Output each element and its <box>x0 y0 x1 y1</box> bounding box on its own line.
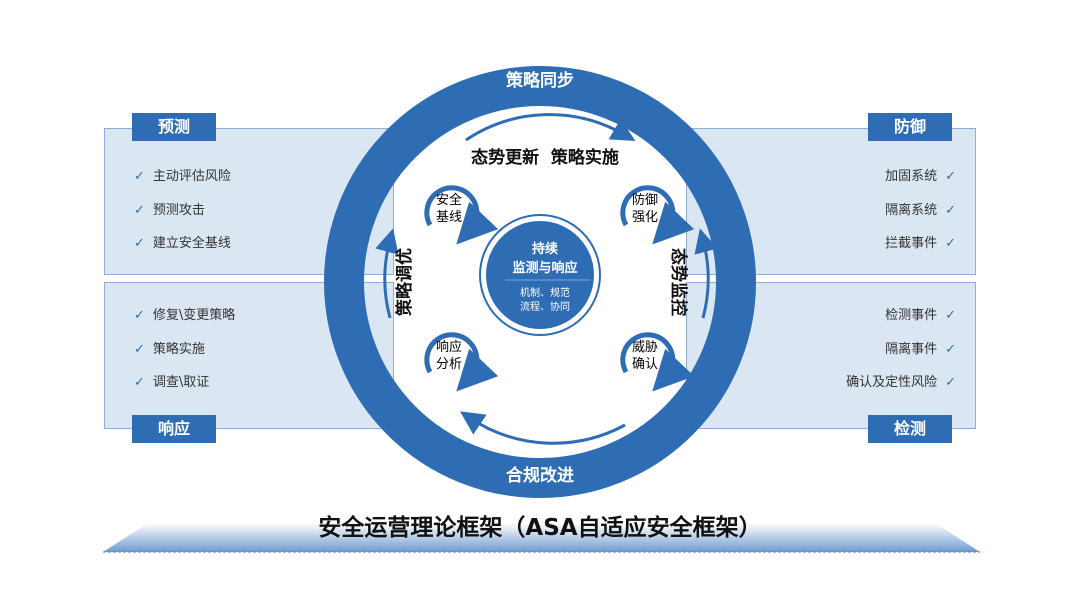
list-item: ✓建立安全基线 <box>134 236 231 251</box>
ring-top-label: 策略同步 <box>506 70 574 91</box>
node-baseline-1: 安全 <box>436 192 462 208</box>
check-icon: ✓ <box>945 308 956 323</box>
node-confirm-1: 威胁 <box>632 340 658 355</box>
list-item: ✓主动评估风险 <box>134 169 231 184</box>
defend-list: 加固系统✓ 隔离系统✓ 拦截事件✓ <box>885 167 956 268</box>
center-sub-2: 流程、协同 <box>520 300 570 313</box>
node-harden-1: 防御 <box>632 192 658 208</box>
framework-title: 安全运营理论框架（ASA自适应安全框架） <box>318 515 762 541</box>
list-item: ✓调查\取证 <box>134 375 210 390</box>
node-analyze-2: 分析 <box>436 357 462 372</box>
check-icon: ✓ <box>945 236 956 251</box>
list-item: 拦截事件✓ <box>885 236 956 251</box>
list-item: 隔离系统✓ <box>885 202 956 218</box>
check-icon: ✓ <box>945 169 956 184</box>
check-icon: ✓ <box>134 308 145 323</box>
inner-right-label: 态势监控 <box>668 248 689 316</box>
bottom-arrow <box>460 411 626 445</box>
right-arrow <box>694 228 718 319</box>
detect-tag: 检测 <box>868 415 952 443</box>
check-icon: ✓ <box>134 341 145 357</box>
ring-bottom-label: 合规改进 <box>506 465 574 486</box>
list-item: 检测事件✓ <box>885 308 956 323</box>
respond-list: ✓修复\变更策略 ✓策略实施 ✓调查\取证 <box>134 306 235 407</box>
list-item: ✓修复\变更策略 <box>134 308 236 323</box>
outer-ring <box>324 66 756 498</box>
center-sub-1: 机制、规范 <box>520 286 570 299</box>
check-icon: ✓ <box>945 341 956 357</box>
check-icon: ✓ <box>945 202 956 218</box>
top-arrow <box>465 113 636 142</box>
list-item: ✓策略实施 <box>134 341 205 357</box>
check-icon: ✓ <box>134 202 145 218</box>
list-item: ✓预测攻击 <box>134 202 205 218</box>
base-platform <box>103 523 980 553</box>
node-harden-2: 强化 <box>632 210 658 225</box>
center-circle <box>486 221 594 329</box>
check-icon: ✓ <box>134 236 145 251</box>
defend-tag: 防御 <box>868 113 952 141</box>
detect-list: 检测事件✓ 隔离事件✓ 确认及定性风险✓ <box>846 306 956 407</box>
check-icon: ✓ <box>134 169 145 184</box>
inner-top-label: 态势更新 策略实施 <box>471 147 619 168</box>
node-baseline-2: 基线 <box>436 210 462 225</box>
list-item: 确认及定性风险✓ <box>846 375 956 390</box>
node-confirm-2: 确认 <box>632 357 658 372</box>
inner-left-label: 策略调优 <box>394 248 415 316</box>
list-item: 隔离事件✓ <box>885 341 956 357</box>
predict-tag: 预测 <box>132 113 216 141</box>
check-icon: ✓ <box>134 375 145 390</box>
list-item: 加固系统✓ <box>885 169 956 184</box>
predict-list: ✓主动评估风险 ✓预测攻击 ✓建立安全基线 <box>134 167 231 268</box>
check-icon: ✓ <box>945 375 956 390</box>
respond-tag: 响应 <box>132 415 216 443</box>
node-analyze-1: 响应 <box>436 339 462 355</box>
center-title-1: 持续 <box>532 241 558 257</box>
center-title-2: 监测与响应 <box>512 260 577 276</box>
left-arrow <box>375 228 399 319</box>
